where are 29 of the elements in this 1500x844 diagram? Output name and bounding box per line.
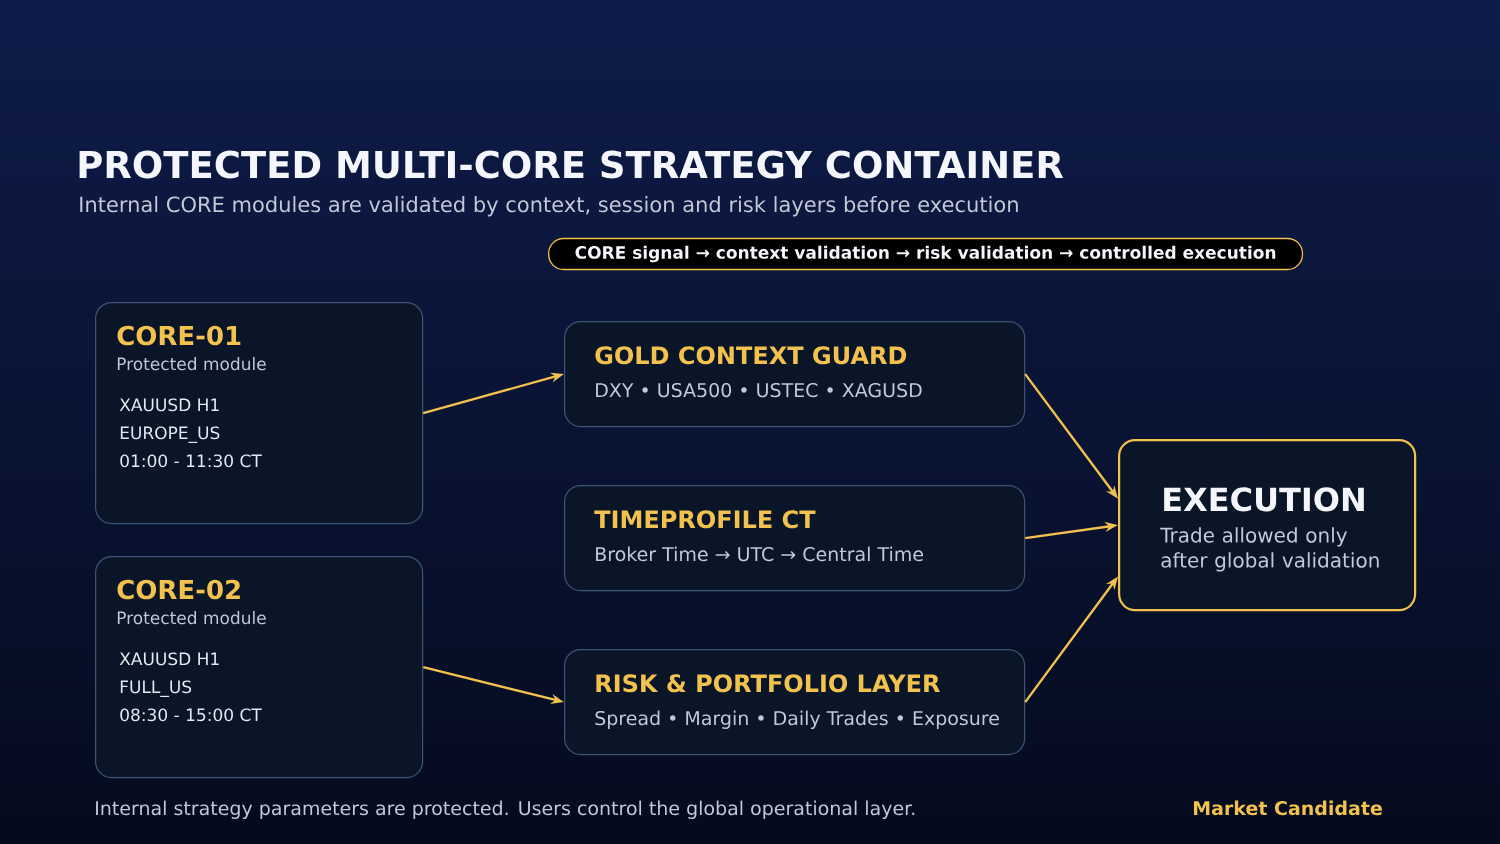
box-subtitle: Protected module [117, 357, 266, 371]
subtitle: Internal CORE modules are validated by context, session and risk layers before execution [80, 196, 1018, 217]
module-box [95, 556, 424, 779]
box-title: CORE-02 [117, 579, 240, 600]
list-item: 08:30 - 15:00 CT [120, 708, 262, 722]
footnote: Internal strategy parameters are protected. Users control the global operational layer. [96, 800, 915, 819]
module-box [95, 302, 424, 525]
list-item: XAUUSD H1 [119, 398, 219, 412]
list-item: EUROPE_US [120, 426, 220, 443]
layer-box [564, 321, 1026, 428]
box-text: Spread • Margin • Daily Trades • Exposure [595, 710, 999, 729]
list-item: XAUUSD H1 [119, 652, 219, 666]
list-item: 01:00 - 11:30 CT [120, 454, 262, 468]
box-title: RISK & PORTFOLIO LAYER [596, 674, 940, 693]
box-text: Broker Time → UTC → Central Time [596, 546, 923, 562]
title: PROTECTED MULTI-CORE STRATEGY CONTAINER [79, 150, 1064, 179]
box-title: CORE-01 [117, 325, 241, 346]
box-title: TIMEPROFILE CT [594, 510, 816, 529]
box-text: DXY • USA500 • USTEC • XAGUSD [596, 382, 922, 398]
layer-box [564, 649, 1026, 756]
box-subtitle: Protected module [117, 611, 266, 625]
box-title: EXECUTION [1164, 487, 1364, 512]
list-item: FULL_US [120, 680, 192, 697]
result-box [1118, 439, 1417, 612]
box-text: Trade allowed only after global validation [1160, 527, 1379, 572]
step-banner: CORE signal → context validation → risk validation → controlled execution [548, 237, 1304, 271]
layer-box [564, 485, 1026, 592]
box-title: GOLD CONTEXT GUARD [595, 346, 907, 365]
tag-text: Market Candidate [1193, 800, 1382, 816]
